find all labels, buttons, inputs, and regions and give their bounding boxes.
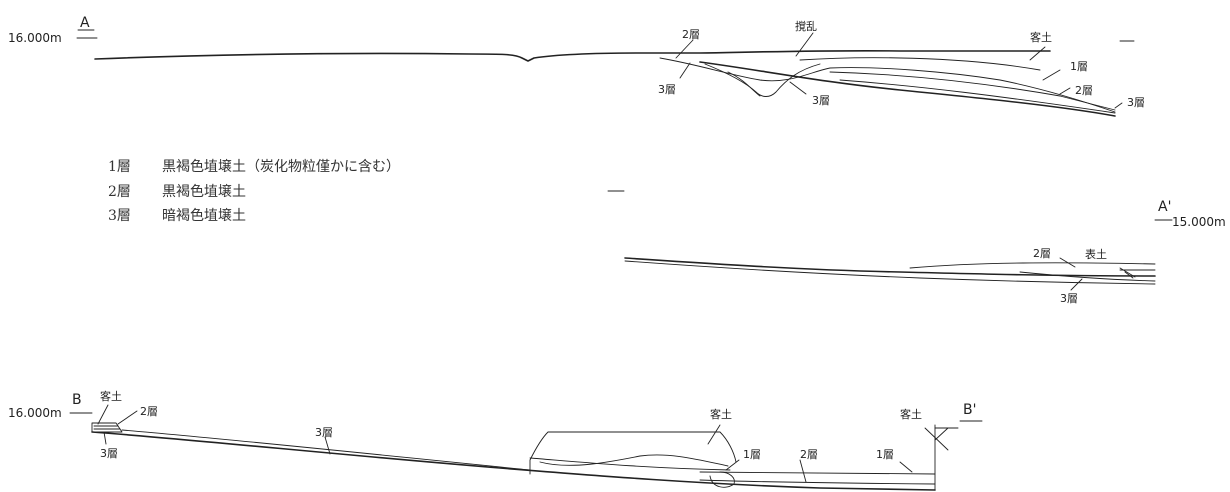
legend-desc-2: 黒褐色埴壌土 (162, 183, 246, 200)
layer-base-a (699, 61, 1116, 117)
leader (789, 81, 807, 95)
leader (795, 32, 814, 57)
leader (1124, 271, 1134, 279)
legend-layer-2: 2層 (108, 184, 131, 200)
section-a-start-elevation: 16.000m (8, 31, 62, 45)
section-a-continued: A' 15.000m 2層 表土 3層 (607, 190, 1226, 305)
leader (1119, 267, 1136, 278)
leader (117, 410, 138, 425)
legend: 1層 黒褐色埴壌土（炭化物粒僅かに含む） 2層 黒褐色埴壌土 3層 暗褐色埴壌土 (108, 158, 400, 224)
section-b-end-label: B' (963, 402, 976, 418)
layer-line-a-lower-4 (1019, 271, 1156, 282)
leader (103, 431, 107, 445)
leader (97, 404, 109, 425)
label-layer3-right: 3層 (1127, 96, 1145, 109)
leader (1059, 87, 1071, 95)
legend-layer-3: 3層 (108, 208, 131, 224)
label-layer1-mid: 1層 (743, 448, 761, 461)
layer-line-a-lower-2 (909, 262, 1156, 269)
layer-line-a2 (799, 57, 1041, 71)
pit-b (709, 471, 735, 488)
label-disturbed: 撹乱 (795, 19, 817, 33)
leader (1114, 102, 1123, 109)
disturbed-pit (704, 63, 821, 97)
leader (1059, 257, 1076, 268)
layer-line-b2 (699, 479, 936, 485)
layer-line-b1 (121, 429, 531, 471)
layer-line-b3 (699, 471, 936, 475)
label-fill-soil-left: 客土 (100, 389, 122, 403)
legend-desc-3: 暗褐色埴壌土 (162, 207, 246, 224)
label-layer2-left: 2層 (140, 405, 158, 418)
label-layer1-right: 1層 (876, 448, 894, 461)
leader (1070, 278, 1083, 291)
label-fill-soil-right: 客土 (900, 407, 922, 421)
section-b-start-label: B (72, 392, 82, 408)
fill-block-left-inner (93, 425, 121, 430)
section-b-start-elevation: 16.000m (8, 406, 62, 420)
section-a-end-elevation: 15.000m (1172, 215, 1226, 229)
pit-inner (727, 71, 761, 97)
label-layer3-lower: 3層 (1060, 292, 1078, 305)
label-layer3-left: 3層 (658, 83, 676, 96)
fill-right-cross (924, 427, 959, 451)
leader (1042, 69, 1061, 81)
ground-surface-a (94, 49, 1051, 62)
leader (799, 459, 807, 483)
label-layer2-right: 2層 (800, 448, 818, 461)
section-b: 16.000m B B' 客土 2層 3層 3層 客土 1層 (8, 389, 983, 491)
label-fill-soil-mid: 客土 (710, 407, 732, 421)
leader (899, 461, 913, 473)
section-a-end-label: A' (1158, 199, 1171, 215)
fill-block-mid-layer (529, 457, 731, 471)
label-layer3-left: 3層 (100, 447, 118, 460)
ground-surface-b (91, 431, 936, 491)
section-a: 16.000m A 2層 撹乱 客土 1層 2層 3層 3層 3層 (8, 15, 1145, 117)
label-layer2-lower: 2層 (1033, 247, 1051, 260)
leader (1029, 46, 1046, 61)
label-layer2: 2層 (1075, 84, 1093, 97)
section-a-start-label: A (80, 15, 90, 31)
legend-desc-1: 黒褐色埴壌土（炭化物粒僅かに含む） (162, 158, 400, 175)
fill-block-mid-layer2 (539, 454, 729, 467)
leader (675, 39, 694, 59)
leader (324, 436, 331, 455)
legend-layer-1: 1層 (108, 159, 131, 175)
label-fill-soil: 客土 (1030, 30, 1052, 44)
fill-block-left (91, 422, 123, 433)
leader (679, 62, 691, 79)
label-layer3-mid: 3層 (812, 94, 830, 107)
label-layer2-top: 2層 (682, 28, 700, 41)
label-layer1: 1層 (1070, 60, 1088, 73)
leader (725, 459, 740, 471)
layer-line-a4 (839, 79, 1116, 114)
layer-line-a3 (829, 71, 1116, 111)
label-layer3-mid: 3層 (315, 426, 333, 439)
leader (707, 424, 721, 445)
ground-surface-a-lower (624, 257, 1156, 277)
fill-block-mid (529, 431, 737, 475)
label-topsoil: 表土 (1085, 247, 1107, 261)
